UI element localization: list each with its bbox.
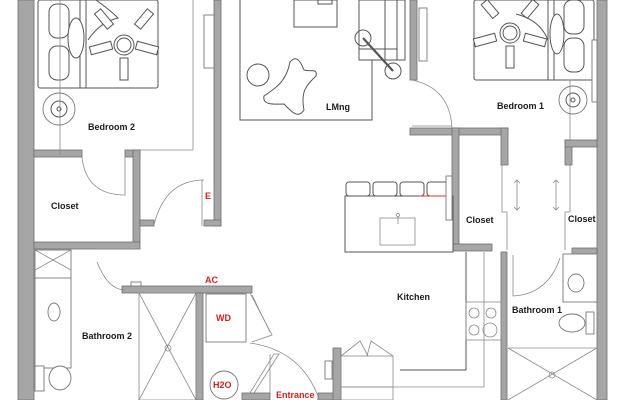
rug-living (239, 0, 373, 121)
room-label-kitchen: Kitchen (397, 292, 431, 302)
closet-left-right-wall (132, 149, 141, 243)
utility-label-entrance: Entrance (276, 390, 315, 400)
dresser-bedroom2 (203, 14, 215, 69)
closet-mid-bottom-wall (451, 243, 493, 252)
living-left-wall-foot (203, 219, 222, 227)
lamp-bedroom2 (42, 92, 76, 126)
utility-label-electrical: E (205, 191, 212, 201)
room-label-bedroom1: Bedroom 1 (497, 101, 545, 111)
dresser-bedroom1 (591, 39, 598, 103)
sliding-doors-closets (501, 165, 571, 250)
ceiling-fan-bedroom1 (472, 0, 548, 69)
toilet-bathroom1 (558, 311, 595, 335)
sink-bathroom2 (47, 302, 61, 322)
room-label-bathroom2: Bathroom 2 (82, 331, 133, 341)
door-swing-bedroom2 (81, 156, 126, 196)
dishwasher-sink (340, 340, 394, 400)
ac-vent (130, 281, 142, 287)
room-label-closet-left: Closet (51, 201, 79, 211)
door-swing-bathroom2 (96, 261, 126, 291)
bathroom1-left-wall (500, 251, 508, 400)
room-label-living: LMng (326, 102, 350, 112)
shower-bathroom2 (138, 292, 197, 400)
laundry-bifold-door (249, 292, 273, 343)
thermostat (324, 360, 333, 380)
utility-label-washer-dryer: WD (216, 313, 231, 323)
utility-label-water-heater: H2O (213, 380, 232, 390)
floor-lamp-living (354, 29, 402, 80)
door-swing-bedroom1 (411, 79, 453, 129)
closet-mid-right-wall (500, 127, 509, 166)
side-table-living (246, 63, 270, 87)
ceiling-fan-bedroom2 (88, 8, 160, 81)
bathroom1-top-wall-right (571, 247, 598, 255)
toilet-bathroom2 (34, 365, 72, 392)
closet-left-stub (139, 219, 155, 227)
entrance-wall-left (241, 392, 271, 400)
door-swing-bathroom1 (512, 255, 561, 297)
coffee-table-living (263, 58, 317, 115)
room-label-closet-right: Closet (568, 214, 596, 224)
bar-stool-2 (372, 181, 398, 197)
closet-right-top-wall (564, 139, 598, 148)
kitchen-counter (340, 252, 502, 388)
lamp-bedroom1 (558, 85, 588, 115)
entrance-door (249, 342, 319, 397)
closet-left-bottom-wall (33, 241, 141, 250)
bar-stool-3 (399, 181, 425, 197)
outer-wall-right (596, 0, 608, 400)
laundry-top-wall (121, 285, 253, 294)
door-swing-closet-left (153, 179, 205, 226)
kitchen-island (344, 175, 454, 253)
washer-dryer (205, 293, 247, 343)
entrance-pillar (332, 347, 342, 400)
living-left-wall (213, 0, 222, 227)
bedroom1-left-wall (409, 0, 418, 81)
bedroom2-bottom-wall (33, 149, 83, 158)
shower-bathroom1 (507, 347, 598, 400)
outer-wall-left (17, 0, 35, 400)
sink-bathroom1 (567, 273, 585, 293)
room-label-bathroom1: Bathroom 1 (512, 305, 563, 315)
water-heater (209, 370, 239, 400)
linen-cabinet-bathroom2 (34, 249, 72, 281)
utility-label-ac: AC (205, 275, 218, 285)
bar-stool-1 (345, 181, 371, 197)
room-label-bedroom2: Bedroom 2 (88, 122, 136, 132)
room-label-closet-mid: Closet (466, 215, 494, 225)
laundry-divider-wall (195, 292, 204, 400)
vanity-bathroom2 (34, 277, 72, 369)
